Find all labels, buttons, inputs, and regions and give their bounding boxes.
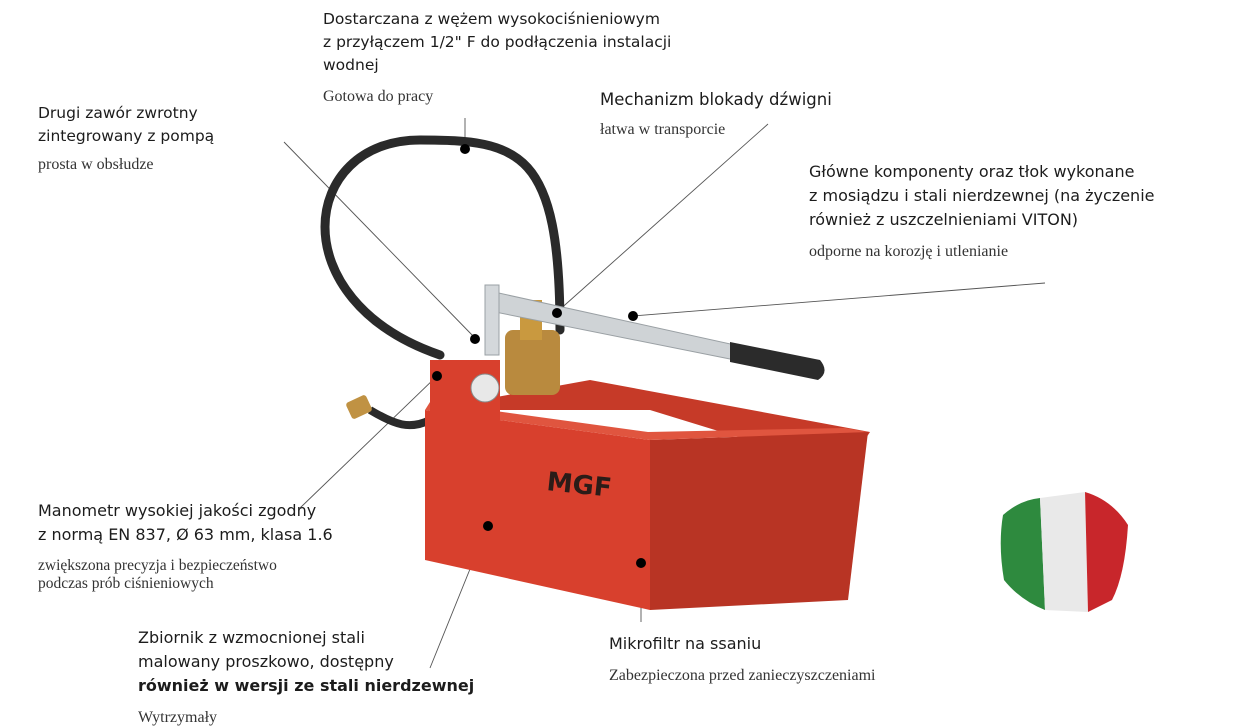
brass-fitting <box>346 395 372 419</box>
brand-mark: MGF <box>545 467 613 504</box>
leader-line-gauge <box>299 375 438 509</box>
feature-subtitle: Wytrzymały <box>138 709 218 726</box>
leader-line-brass <box>632 282 1046 317</box>
feature-title: Manometr wysokiej jakości zgodny z normą… <box>38 501 333 544</box>
italy-flag-icon <box>1000 492 1128 612</box>
feature-subtitle: zwiększona precyzja i bezpieczeństwo pod… <box>38 557 277 592</box>
feature-hose: Dostarczana z wężem wysokociśnieniowym z… <box>323 8 671 107</box>
lever-bracket <box>484 284 500 356</box>
tank-front <box>425 410 650 610</box>
feature-subtitle: Gotowa do pracy <box>323 88 434 105</box>
feature-subtitle: prosta w obsłudze <box>38 156 154 173</box>
feature-title: Mechanizm blokady dźwigni <box>600 90 832 109</box>
feature-title: Zbiornik z wzmocnionej stali malowany pr… <box>138 626 474 698</box>
feature-title-plain: Zbiornik z wzmocnionej stali malowany pr… <box>138 628 394 671</box>
feature-title: Drugi zawór zwrotny zintegrowany z pompą <box>38 104 215 145</box>
feature-title: Mikrofiltr na ssaniu <box>609 634 762 653</box>
feature-title: Główne komponenty oraz tłok wykonane z m… <box>809 162 1155 229</box>
hose <box>320 135 565 360</box>
tank-inner <box>425 380 870 470</box>
callout-dots <box>432 144 646 568</box>
gauge-face <box>470 373 500 403</box>
feature-gauge: Manometr wysokiej jakości zgodny z normą… <box>38 499 333 593</box>
feature-tank: Zbiornik z wzmocnionej stali malowany pr… <box>138 626 474 728</box>
tank-rim <box>425 402 868 440</box>
lever-handle <box>730 342 825 380</box>
feature-subtitle: odporne na korozję i utlenianie <box>809 243 1009 260</box>
feature-check-valve: Drugi zawór zwrotny zintegrowany z pompą… <box>38 102 214 175</box>
feature-brass-components: Główne komponenty oraz tłok wykonane z m… <box>809 160 1154 262</box>
feature-subtitle: Zabezpieczona przed zanieczyszczeniami <box>609 667 876 684</box>
feature-filter: Mikrofiltr na ssaniu Zabezpieczona przed… <box>609 632 875 686</box>
leader-line-check-valve <box>283 141 476 339</box>
inlet-hose <box>367 406 432 430</box>
leader-line-lever-lock <box>556 123 769 313</box>
brass-cylinder <box>505 330 560 395</box>
feature-title: Dostarczana z wężem wysokociśnieniowym z… <box>323 10 672 74</box>
feature-subtitle: łatwa w transporcie <box>600 121 726 138</box>
feature-lever-lock: Mechanizm blokady dźwigni łatwa w transp… <box>600 88 832 140</box>
tank-side <box>650 432 868 610</box>
feature-title-bold: również w wersji ze stali nierdzewnej <box>138 676 475 695</box>
